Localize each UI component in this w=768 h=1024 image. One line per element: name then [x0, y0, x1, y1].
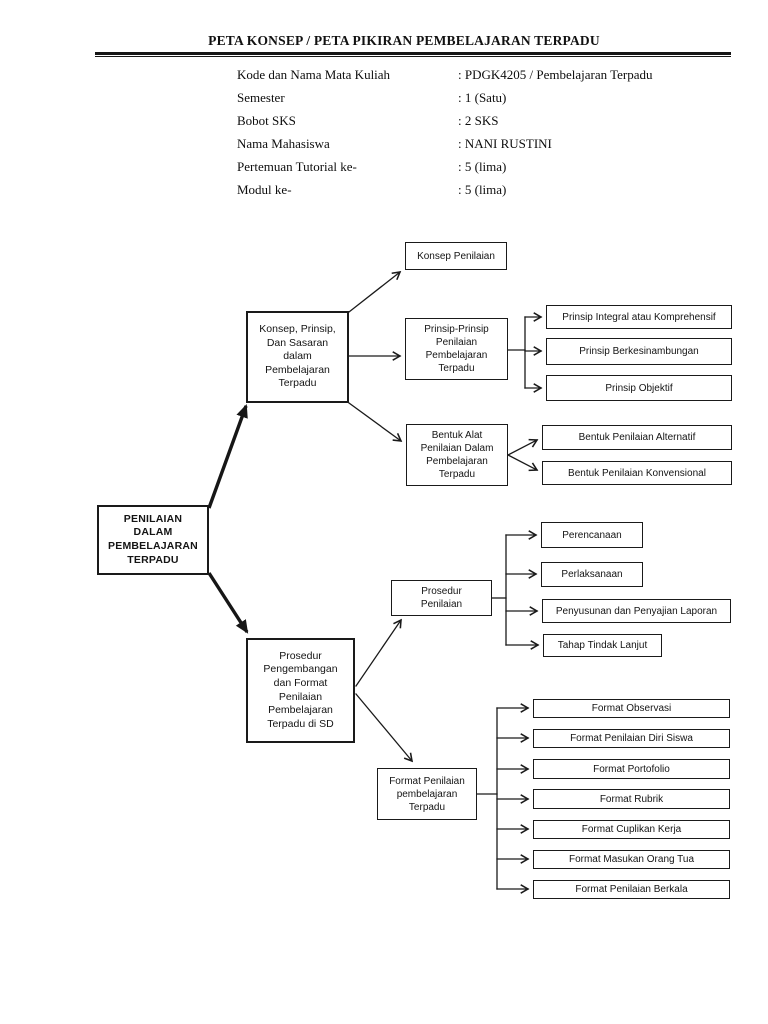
- node-format-masukan-orang-tua: Format Masukan Orang Tua: [533, 850, 730, 869]
- node-bentuk-penilaian-konvensional: Bentuk Penilaian Konvensional: [542, 461, 732, 485]
- node-bentuk-penilaian-alternatif: Bentuk Penilaian Alternatif: [542, 425, 732, 450]
- node-format-cuplikan-kerja: Format Cuplikan Kerja: [533, 820, 730, 839]
- node-konsep-penilaian: Konsep Penilaian: [405, 242, 507, 270]
- node-format-penilaian-diri-siswa: Format Penilaian Diri Siswa: [533, 729, 730, 748]
- node-prosedur-penilaian: Prosedur Penilaian: [391, 580, 492, 616]
- node-perlaksanaan: Perlaksanaan: [541, 562, 643, 587]
- node-penyusunan-dan-penyajian-laporan: Penyusunan dan Penyajian Laporan: [542, 599, 731, 623]
- node-prinsip-prinsip-penilaian: Prinsip-Prinsip Penilaian Pembelajaran T…: [405, 318, 508, 380]
- metadata-row: Nama Mahasiswa : NANI RUSTINI: [237, 132, 653, 155]
- node-perencanaan: Perencanaan: [541, 522, 643, 548]
- node-prinsip-berkesinambungan: Prinsip Berkesinambungan: [546, 338, 732, 365]
- metadata-row: Pertemuan Tutorial ke- : 5 (lima): [237, 155, 653, 178]
- metadata-row: Kode dan Nama Mata Kuliah : PDGK4205 / P…: [237, 63, 653, 86]
- metadata-label: Bobot SKS: [237, 113, 296, 128]
- metadata-value: : 5 (lima): [458, 159, 507, 174]
- node-format-portofolio: Format Portofolio: [533, 759, 730, 779]
- node-format-observasi: Format Observasi: [533, 699, 730, 718]
- metadata-label: Kode dan Nama Mata Kuliah: [237, 67, 391, 82]
- metadata-label: Modul ke-: [237, 182, 292, 197]
- metadata-row: Semester : 1 (Satu): [237, 86, 653, 109]
- header-rule-thick: [95, 52, 731, 55]
- metadata-label: Pertemuan Tutorial ke-: [237, 159, 357, 174]
- node-prinsip-integral: Prinsip Integral atau Komprehensif: [546, 305, 732, 329]
- header-rule: [95, 52, 731, 57]
- metadata-label: Semester: [237, 90, 285, 105]
- node-tahap-tindak-lanjut: Tahap Tindak Lanjut: [543, 634, 662, 657]
- node-prosedur-pengembangan: Prosedur Pengembangan dan Format Penilai…: [246, 638, 355, 743]
- node-format-penilaian-berkala: Format Penilaian Berkala: [533, 880, 730, 899]
- metadata-value: : 5 (lima): [458, 182, 507, 197]
- metadata-row: Modul ke- : 5 (lima): [237, 178, 653, 201]
- metadata-label: Nama Mahasiswa: [237, 136, 330, 151]
- metadata-row: Bobot SKS : 2 SKS: [237, 109, 653, 132]
- node-format-penilaian-pembelajaran-terpadu: Format Penilaian pembelajaran Terpadu: [377, 768, 477, 820]
- page-title: PETA KONSEP / PETA PIKIRAN PEMBELAJARAN …: [208, 33, 600, 48]
- node-konsep-prinsip-sasaran: Konsep, Prinsip, Dan Sasaran dalam Pembe…: [246, 311, 349, 403]
- node-prinsip-objektif: Prinsip Objektif: [546, 375, 732, 401]
- header-rule-thin: [95, 56, 731, 57]
- node-penilaian-dalam-pembelajaran-terpadu: PENILAIAN DALAM PEMBELAJARAN TERPADU: [97, 505, 209, 575]
- node-bentuk-alat-penilaian: Bentuk Alat Penilaian Dalam Pembelajaran…: [406, 424, 508, 486]
- metadata-value: : NANI RUSTINI: [458, 136, 552, 151]
- metadata-table: Kode dan Nama Mata Kuliah : PDGK4205 / P…: [237, 63, 653, 201]
- metadata-value: : PDGK4205 / Pembelajaran Terpadu: [458, 67, 653, 82]
- metadata-value: : 2 SKS: [458, 113, 499, 128]
- node-format-rubrik: Format Rubrik: [533, 789, 730, 809]
- metadata-value: : 1 (Satu): [458, 90, 507, 105]
